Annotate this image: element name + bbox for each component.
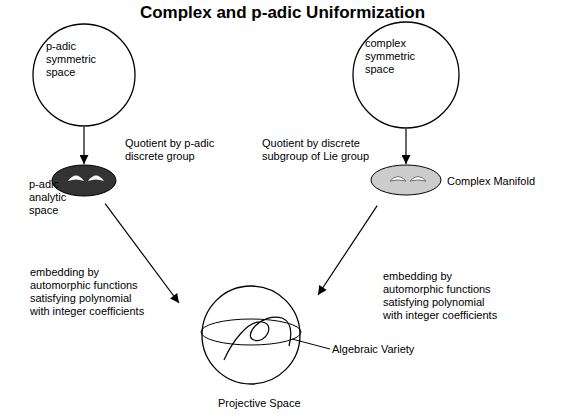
- space-circle: complex symmetric space: [352, 21, 460, 129]
- space-oval: p-adic analytic space: [51, 164, 117, 197]
- circle-outline: [353, 22, 459, 128]
- node-outline: [201, 285, 301, 385]
- circle-outline: [33, 24, 135, 126]
- node-text: Projective Space: [218, 397, 301, 410]
- node-outline: [370, 164, 442, 196]
- edge-label: Quotient by p-adic discrete group: [125, 137, 237, 163]
- node-text: complex symmetric space: [365, 37, 427, 76]
- arrow-connector: [105, 204, 179, 303]
- node-text: Complex Manifold: [447, 175, 535, 188]
- leader-line: [292, 339, 330, 349]
- space-circle: p-adic symmetric space: [32, 23, 136, 127]
- edge-label: Quotient by discrete subgroup of Lie gro…: [262, 137, 392, 163]
- arrow-connector: [318, 206, 377, 295]
- callout-label: Algebraic Variety: [332, 343, 414, 356]
- equator-ellipse: [201, 319, 301, 345]
- arrow-connector: [83, 127, 84, 164]
- arrow-connector: [405, 129, 406, 164]
- circle-outline: [202, 286, 300, 384]
- oval-outline: [371, 165, 441, 195]
- space-oval: Complex Manifold: [370, 164, 442, 196]
- edge-label: embedding by automorphic functions satis…: [383, 270, 501, 322]
- diagram-title: Complex and p-adic Uniformization: [0, 3, 565, 23]
- node-text: p-adic analytic space: [29, 178, 71, 217]
- space-circle: Projective Space: [201, 285, 301, 385]
- variety-curve: [224, 317, 291, 360]
- node-text: p-adic symmetric space: [46, 40, 108, 79]
- edge-label: embedding by automorphic functions satis…: [30, 266, 148, 318]
